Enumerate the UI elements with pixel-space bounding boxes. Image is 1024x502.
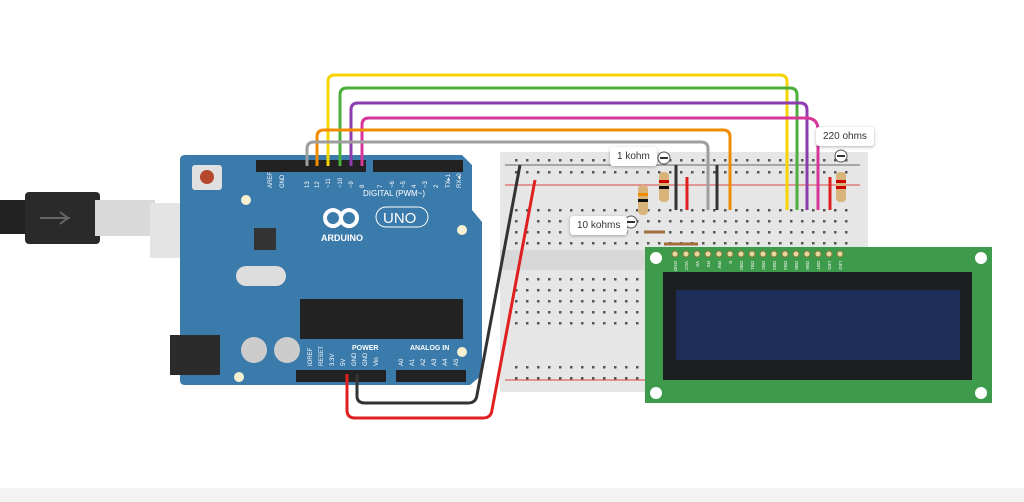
lcd-pin-label: DB0 bbox=[739, 261, 744, 270]
lcd-pin-label: RS bbox=[706, 261, 711, 267]
analog-header bbox=[396, 370, 466, 382]
digital-pin-label: 2 bbox=[434, 184, 440, 188]
digital-pin-label: TX▸1 bbox=[446, 173, 452, 188]
lcd-pin[interactable] bbox=[759, 250, 767, 258]
digital-header-right bbox=[373, 160, 463, 172]
lcd-screen bbox=[676, 290, 960, 360]
jumper-brown bbox=[644, 230, 698, 246]
lcd-pin[interactable] bbox=[781, 250, 789, 258]
lcd-pin[interactable] bbox=[726, 250, 734, 258]
lcd-pin[interactable] bbox=[671, 250, 679, 258]
wire-5v-red bbox=[345, 179, 537, 420]
digital-pin-label: ~9 bbox=[349, 180, 355, 188]
resistor-label-220ohms: 220 ohms bbox=[816, 127, 874, 146]
lcd-pin-label: GND bbox=[673, 261, 678, 272]
lcd-pin[interactable] bbox=[748, 250, 756, 258]
digital-pin-label: ~11 bbox=[326, 178, 332, 188]
arduino-infinity-logo bbox=[323, 208, 359, 228]
lcd-pin-label: DB4 bbox=[783, 261, 788, 270]
power-pin-label: 5V bbox=[341, 359, 347, 366]
lcd-pin-label: V0 bbox=[695, 261, 700, 267]
lcd-pin-label: DB5 bbox=[794, 261, 799, 270]
lcd-pin[interactable] bbox=[704, 250, 712, 258]
digital-pin-label: 13 bbox=[305, 181, 311, 188]
wire-pin11-yellow bbox=[326, 73, 789, 210]
resistor-220ohms[interactable] bbox=[836, 172, 846, 202]
resistor-1kohm[interactable] bbox=[659, 172, 669, 202]
arduino-logo-text: ARDUINO bbox=[321, 233, 363, 243]
lcd-pin-label: LED bbox=[838, 261, 843, 271]
power-pin-label: Vin bbox=[374, 357, 380, 366]
wire-pin9-purple bbox=[349, 101, 809, 210]
lcd-pin[interactable] bbox=[715, 250, 723, 258]
jumper-black bbox=[674, 165, 719, 210]
usb-icon bbox=[40, 211, 70, 225]
arduino-uno-board[interactable]: ARDUINO UNO DIGITAL (PWM~) POWER ANALOG … bbox=[170, 155, 482, 385]
lcd-pin-label: E bbox=[728, 261, 733, 264]
lcd-pin-label: DB6 bbox=[805, 261, 810, 270]
analog-pin-label: A3 bbox=[432, 358, 438, 366]
usb-cable[interactable] bbox=[0, 192, 182, 258]
digital-pin-label: AREF bbox=[268, 172, 274, 188]
power-header bbox=[296, 370, 386, 382]
wire-gnd-black bbox=[355, 164, 522, 405]
lcd-pin[interactable] bbox=[803, 250, 811, 258]
digital-pin-label: 4 bbox=[412, 184, 418, 188]
wire-pin12-orange bbox=[315, 128, 732, 210]
wire-pin10-green bbox=[338, 86, 799, 210]
analog-pin-label: A1 bbox=[410, 358, 416, 366]
minus-icon[interactable] bbox=[657, 151, 671, 165]
lcd-pin-label: LED bbox=[827, 261, 832, 271]
jumper-red bbox=[685, 177, 832, 210]
lcd-pin-label: VCC bbox=[684, 261, 689, 271]
lcd-pin[interactable] bbox=[825, 250, 833, 258]
atmega-chip bbox=[300, 299, 463, 339]
digital-pin-label: ~10 bbox=[338, 177, 344, 188]
analog-header-label: ANALOG IN bbox=[410, 345, 449, 352]
digital-pin-label: RX◂0 bbox=[457, 173, 463, 188]
power-pin-label: IOREF bbox=[308, 347, 314, 366]
power-pin-label: GND bbox=[363, 352, 369, 366]
lcd-pin[interactable] bbox=[682, 250, 690, 258]
wire-pin13-gray bbox=[305, 140, 710, 210]
lcd-pin-label: DB1 bbox=[750, 261, 755, 270]
crystal bbox=[236, 266, 286, 286]
digital-pin-label: 8 bbox=[360, 184, 366, 188]
uno-text: UNO bbox=[383, 210, 416, 227]
digital-pin-label: 7 bbox=[378, 184, 384, 188]
lcd-pin[interactable] bbox=[792, 250, 800, 258]
digital-pin-label: 12 bbox=[315, 181, 321, 188]
power-pin-label: 3.3V bbox=[330, 354, 336, 366]
lcd-pin-label: DB7 bbox=[816, 261, 821, 270]
lcd-pin-label: DB2 bbox=[761, 261, 766, 270]
digital-pin-label: ~5 bbox=[401, 180, 407, 188]
digital-pin-label: ~3 bbox=[423, 180, 429, 188]
lcd-pin-label: DB3 bbox=[772, 261, 777, 270]
power-jack bbox=[170, 335, 220, 375]
lcd-pin[interactable] bbox=[737, 250, 745, 258]
digital-pin-label: GND bbox=[280, 174, 286, 188]
resistor-label-1kohm: 1 kohm bbox=[610, 147, 657, 166]
canvas-bottom-strip bbox=[0, 488, 1024, 502]
digital-header-label: DIGITAL (PWM~) bbox=[363, 189, 425, 198]
power-pin-label: RESET bbox=[319, 346, 325, 366]
power-pin-label: GND bbox=[352, 352, 358, 366]
lcd-pin[interactable] bbox=[770, 250, 778, 258]
lcd-pin[interactable] bbox=[693, 250, 701, 258]
resistor-10kohms[interactable] bbox=[638, 185, 648, 215]
lcd-pin[interactable] bbox=[814, 250, 822, 258]
lcd-16x2[interactable]: GND VCC V0 RS RW E DB0 DB1 DB2 DB3 DB4 DB5 DB6 DB7 LED… bbox=[645, 247, 992, 403]
analog-pin-label: A0 bbox=[399, 358, 405, 366]
analog-pin-label: A4 bbox=[443, 358, 449, 366]
analog-pin-label: A2 bbox=[421, 358, 427, 366]
analog-pin-label: A5 bbox=[454, 358, 460, 366]
power-header-label: POWER bbox=[352, 345, 378, 352]
digital-pin-label: ~6 bbox=[390, 180, 396, 188]
lcd-pin[interactable] bbox=[836, 250, 844, 258]
minus-icon[interactable] bbox=[834, 149, 848, 163]
wire-pin8-magenta bbox=[360, 116, 820, 210]
resistor-label-10kohms: 10 kohms bbox=[570, 216, 628, 235]
lcd-pin-label: RW bbox=[717, 261, 722, 269]
